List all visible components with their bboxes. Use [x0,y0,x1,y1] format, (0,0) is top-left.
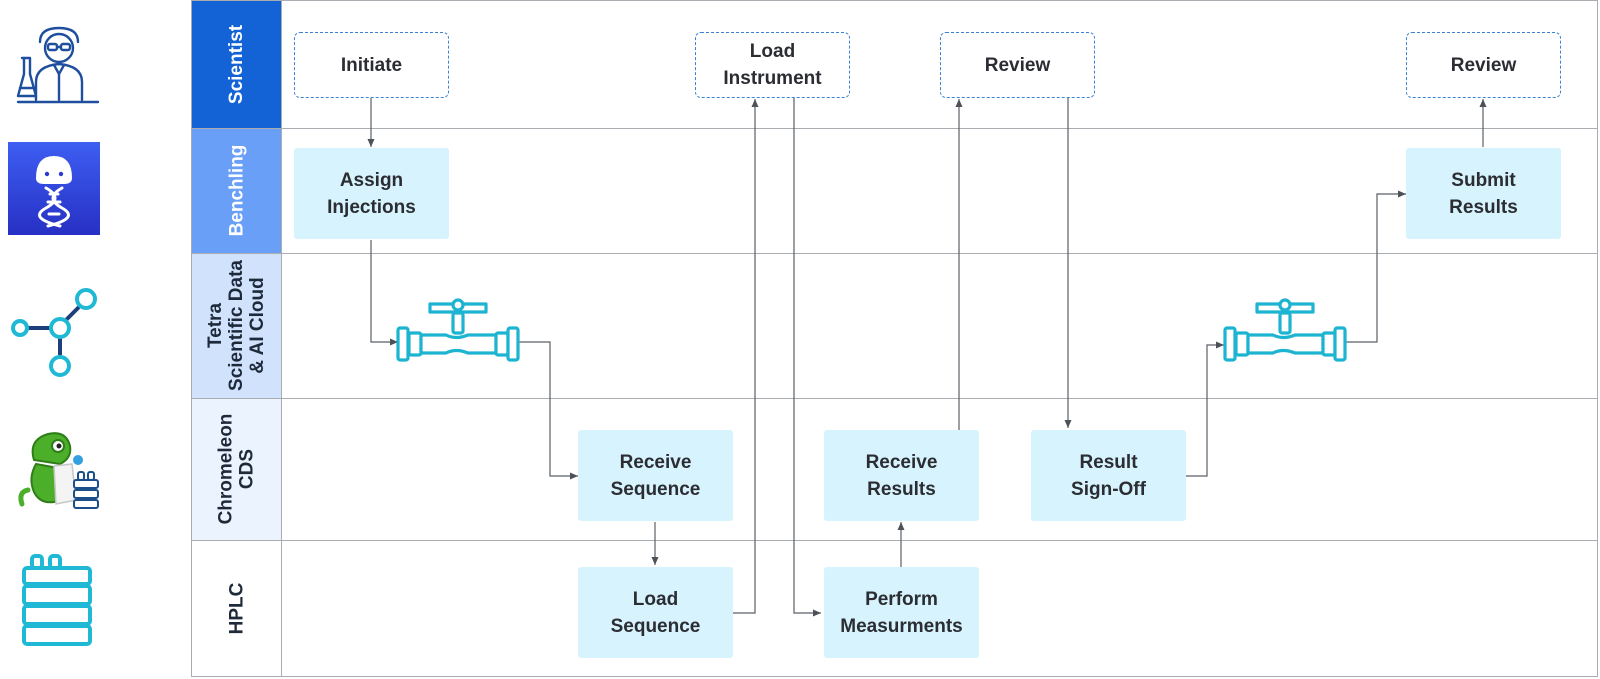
swimlane-diagram: Scientist Benchling Tetra Scientific Dat… [191,0,1598,677]
node-review-2: Review [1406,32,1561,98]
lane-hplc: HPLC [192,540,282,676]
pipe-valve-icon [1223,298,1347,362]
tetra-network-icon [8,288,100,380]
node-receive-sequence: Receive Sequence [578,430,733,521]
lane-chromeleon: Chromeleon CDS [192,398,282,540]
connector-signoff-to-pipe2 [1185,341,1224,477]
lane-scientist: Scientist [192,1,282,128]
node-receive-results: Receive Results [824,430,979,521]
connector-load-instrument-to-perform [793,98,821,617]
node-review-1: Review [940,32,1095,98]
node-load-sequence: Load Sequence [578,567,733,658]
lane-benchling: Benchling [192,128,282,253]
chameleon-mascot-icon [14,420,102,512]
connector-load-sequence-to-load-instrument [732,99,759,614]
hplc-instrument-icon [20,552,94,648]
lane-tetra: Tetra Scientific Data & AI Cloud [192,253,282,398]
node-initiate: Initiate [294,32,449,98]
connector-assign-to-pipe1 [370,240,398,346]
node-submit-results: Submit Results [1406,148,1561,239]
connector-pipe1-to-receive-sequence [519,341,578,480]
benchling-logo-icon [8,142,100,235]
scientist-icon [14,22,100,104]
node-result-signoff: Result Sign-Off [1031,430,1186,521]
pipe-valve-icon [396,298,520,362]
lane-separator [192,540,1597,541]
node-load-instrument: Load Instrument [695,32,850,98]
lane-separator [192,398,1597,399]
node-assign-injections: Assign Injections [294,148,449,239]
lane-separator [192,253,1597,254]
connector-pipe2-to-submit [1346,190,1406,343]
node-perform-measurements: Perform Measurments [824,567,979,658]
lane-separator [192,128,1597,129]
